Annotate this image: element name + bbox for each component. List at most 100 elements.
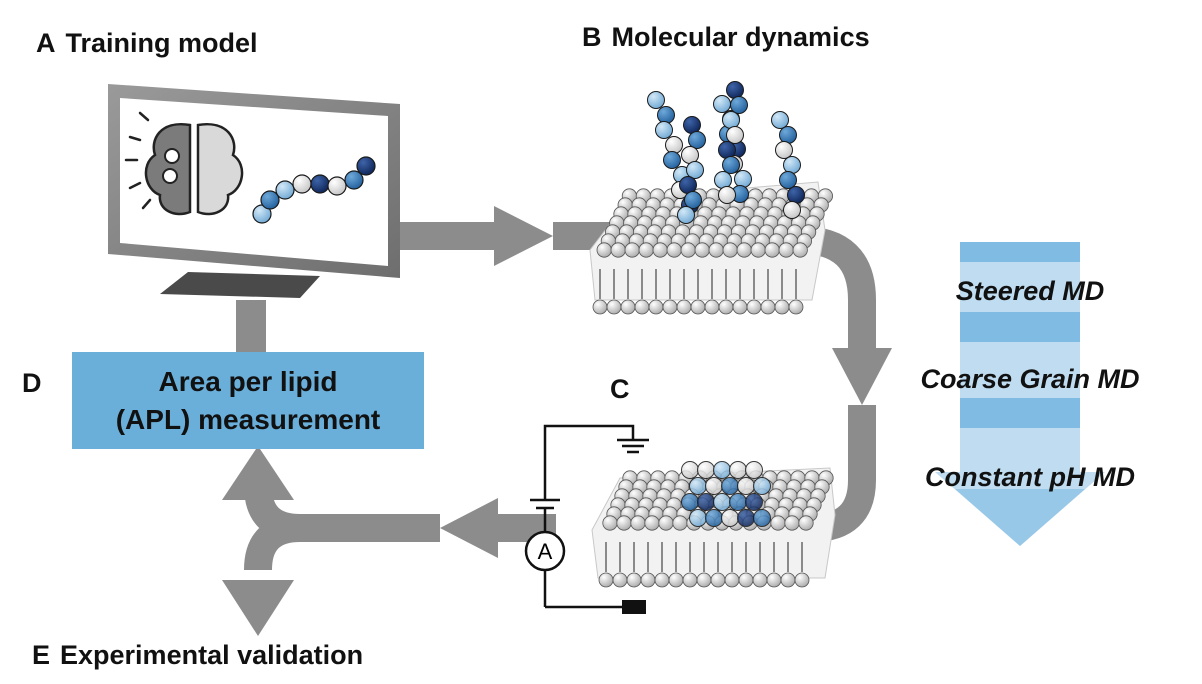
lipid-head	[630, 515, 646, 531]
lipid-head	[770, 515, 786, 531]
arrow-to-experimental-head	[222, 580, 294, 636]
peptide-residue	[686, 161, 704, 179]
lipid-head	[798, 515, 814, 531]
lipid-head	[690, 299, 706, 315]
panel-a-letter: A	[36, 28, 56, 58]
pore-residue	[721, 477, 739, 495]
lipid-head	[792, 242, 808, 258]
lipid-head	[634, 299, 650, 315]
lipid-head	[662, 299, 678, 315]
peptide-residue	[771, 111, 789, 129]
lipid-head	[732, 299, 748, 315]
peptide-residue	[783, 156, 801, 174]
monitor-stand-post	[236, 300, 266, 356]
peptide-residue	[657, 106, 675, 124]
pore-residue	[729, 461, 747, 479]
panel-b-letter: B	[582, 22, 602, 52]
lipid-head	[764, 242, 780, 258]
pore-residue	[753, 509, 771, 527]
peptide-chain-on-screen	[252, 156, 376, 224]
arrow-a-to-b-shaft	[400, 222, 500, 250]
peptide-residue	[775, 141, 793, 159]
membrane-with-peptides	[589, 81, 834, 315]
lipid-head	[644, 515, 660, 531]
peptide-pore	[681, 461, 771, 527]
lipid-head	[746, 299, 762, 315]
peptide-residue	[684, 191, 702, 209]
peptide-residue	[647, 91, 665, 109]
pore-residue	[681, 493, 699, 511]
pore-residue	[705, 509, 723, 527]
pore-residue	[737, 477, 755, 495]
peptide-residue	[779, 171, 797, 189]
panel-c-letter: C	[610, 374, 630, 404]
pore-residue	[721, 509, 739, 527]
peptide-residue	[677, 206, 695, 224]
peptide-residue	[718, 186, 736, 204]
arrow-a-to-b-head	[494, 206, 553, 266]
pore-residue	[745, 461, 763, 479]
peptide-residue	[787, 186, 805, 204]
panel-b-title-text: Molecular dynamics	[611, 22, 870, 52]
lipid-head	[738, 572, 754, 588]
lipid-head	[612, 572, 628, 588]
md-method-constant-ph: Constant pH MD	[925, 462, 1135, 492]
gear-icon	[164, 148, 180, 164]
lipid-head	[672, 515, 688, 531]
lipid-head	[682, 572, 698, 588]
peptide-residue	[779, 126, 797, 144]
peptide-residue	[730, 96, 748, 114]
lipid-head	[766, 572, 782, 588]
lipid-head	[710, 572, 726, 588]
pore-residue	[729, 493, 747, 511]
peptide-residue	[718, 141, 736, 159]
lipid-head	[676, 299, 692, 315]
pore-residue	[705, 477, 723, 495]
pore-residue	[697, 461, 715, 479]
pore-residue	[697, 493, 715, 511]
monitor-base	[160, 272, 320, 298]
brain-icon	[124, 111, 244, 216]
arrow-to-apl-head	[222, 446, 294, 500]
lipid-head	[616, 515, 632, 531]
lipid-head	[638, 242, 654, 258]
peptide-residue	[665, 136, 683, 154]
panel-b-title: B Molecular dynamics	[582, 22, 870, 53]
membrane-with-pore	[591, 461, 836, 588]
pore-residue	[689, 477, 707, 495]
pore-residue	[737, 509, 755, 527]
lipid-head	[794, 572, 810, 588]
lipid-head	[668, 572, 684, 588]
peptide-residue	[655, 121, 673, 139]
pore-residue	[745, 493, 763, 511]
arrow-c-to-junction-head	[440, 498, 498, 558]
lipid-head	[606, 299, 622, 315]
peptide-residue	[688, 131, 706, 149]
ammeter	[524, 530, 566, 572]
electrode	[622, 600, 646, 614]
peptide-residue	[783, 201, 801, 219]
lipid-head	[626, 572, 642, 588]
panel-d-letter: D	[22, 368, 42, 398]
pore-residue	[689, 509, 707, 527]
peptide-residue	[679, 176, 697, 194]
pore-residue	[713, 493, 731, 511]
apl-measurement-box: Area per lipid (APL) measurement	[72, 352, 424, 449]
lipid-head	[598, 572, 614, 588]
lipid-head	[708, 242, 724, 258]
panel-e-letter: E	[32, 640, 51, 670]
lipid-head	[640, 572, 656, 588]
lipid-head	[680, 242, 696, 258]
lipid-head	[718, 299, 734, 315]
peptide-residue	[722, 156, 740, 174]
lipid-head	[624, 242, 640, 258]
peptide-residue	[683, 116, 701, 134]
lipid-head	[648, 299, 664, 315]
lipid-head	[750, 242, 766, 258]
electrical-circuit	[530, 424, 649, 609]
lipid-head	[596, 242, 612, 258]
peptide-residue	[663, 151, 681, 169]
lipid-head	[610, 242, 626, 258]
pore-residue	[753, 477, 771, 495]
